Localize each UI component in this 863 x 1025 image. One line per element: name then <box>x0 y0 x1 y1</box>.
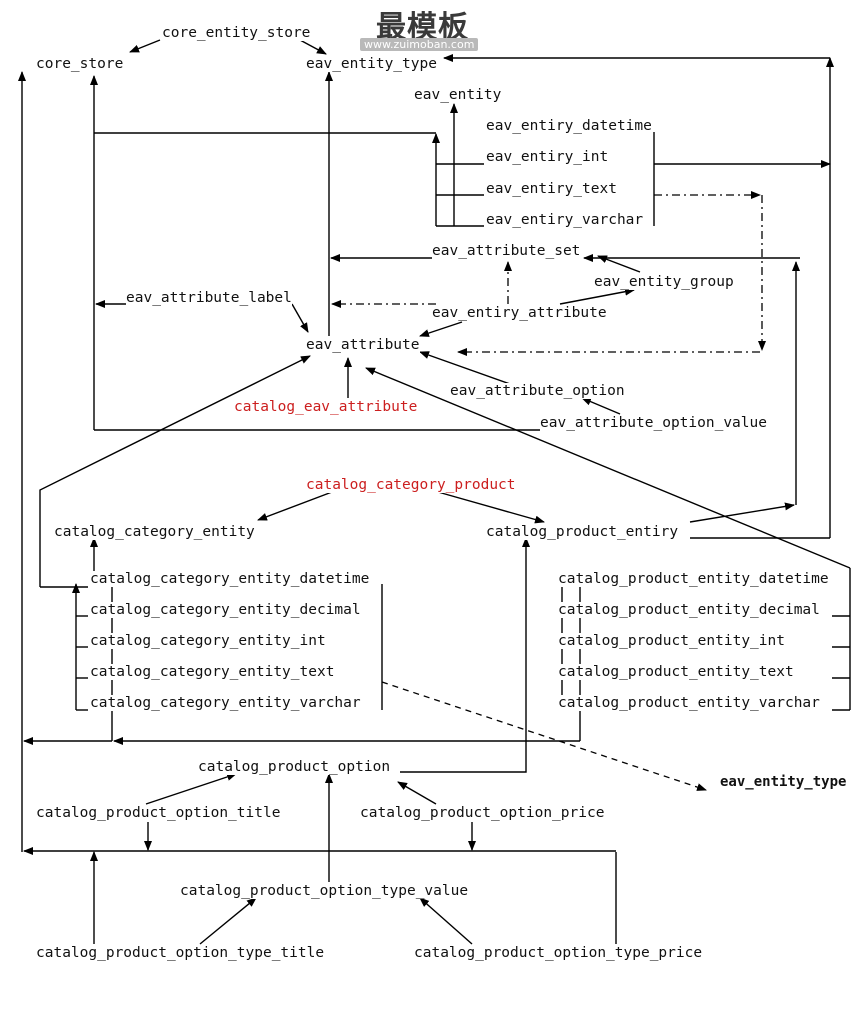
watermark-url: www.zuimoban.com <box>360 38 479 51</box>
label-catalog-product-entity-varchar: catalog_product_entity_varchar <box>558 695 820 711</box>
connector <box>419 351 511 385</box>
label-catalog-category-product: catalog_category_product <box>306 477 516 493</box>
label-catalog-product-entity-datetime: catalog_product_entity_datetime <box>558 571 829 587</box>
label-core-store: core_store <box>36 56 124 72</box>
label-catalog-product-entity-decimal: catalog_product_entity_decimal <box>558 602 820 618</box>
label-catalog-category-entity-text: catalog_category_entity_text <box>90 664 335 680</box>
connector <box>39 355 311 587</box>
label-eav-entity-group: eav_entity_group <box>594 274 734 290</box>
label-eav-entiry-attribute: eav_entiry_attribute <box>432 305 607 321</box>
label-catalog-product-option-type-price: catalog_product_option_type_price <box>414 945 703 961</box>
connector <box>581 397 621 415</box>
connector <box>129 39 161 53</box>
connector <box>597 255 641 273</box>
label-catalog-eav-attribute: catalog_eav_attribute <box>234 399 418 415</box>
label-eav-entiry-varchar: eav_entiry_varchar <box>486 212 644 228</box>
connector <box>689 502 795 523</box>
label-core-entity-store: core_entity_store <box>162 25 311 41</box>
connector <box>299 39 327 55</box>
dashed-connector <box>381 681 707 791</box>
label-catalog-category-entity: catalog_category_entity <box>54 524 255 540</box>
connector <box>257 491 333 521</box>
connector <box>437 491 545 524</box>
connector <box>397 781 437 805</box>
label-catalog-product-option-price: catalog_product_option_price <box>360 805 605 821</box>
label-catalog-product-entity-text: catalog_product_entity_text <box>558 664 794 680</box>
label-catalog-product-option-title: catalog_product_option_title <box>36 805 281 821</box>
label-catalog-category-entity-datetime: catalog_category_entity_datetime <box>90 571 370 587</box>
label-catalog-product-option-type-title: catalog_product_option_type_title <box>36 945 325 961</box>
label-eav-attribute-option-value: eav_attribute_option_value <box>540 415 767 431</box>
label-catalog-product-entity-int: catalog_product_entity_int <box>558 633 785 649</box>
connector <box>419 897 473 945</box>
label-eav-attribute: eav_attribute <box>306 337 420 353</box>
connector <box>291 303 309 333</box>
label-catalog-product-option: catalog_product_option <box>198 759 391 775</box>
label-eav-attribute-set: eav_attribute_set <box>432 243 581 259</box>
label-catalog-category-entity-int: catalog_category_entity_int <box>90 633 326 649</box>
label-eav-entity: eav_entity <box>414 87 502 103</box>
connector <box>419 321 463 337</box>
connector <box>559 287 635 305</box>
connector <box>365 367 851 569</box>
connector <box>400 537 530 773</box>
label-eav-attribute-label: eav_attribute_label <box>126 290 292 306</box>
label-eav-entiry-text: eav_entiry_text <box>486 181 617 197</box>
label-eav-attribute-option: eav_attribute_option <box>450 383 625 399</box>
label-eav-entity-type-reference: eav_entity_type <box>720 774 847 790</box>
label-eav-entity-type: eav_entity_type <box>306 56 437 72</box>
label-catalog-category-entity-decimal: catalog_category_entity_decimal <box>90 602 361 618</box>
connector <box>199 897 257 945</box>
label-catalog-product-entiry: catalog_product_entiry <box>486 524 679 540</box>
label-eav-entiry-int: eav_entiry_int <box>486 149 609 165</box>
label-eav-entiry-datetime: eav_entiry_datetime <box>486 118 652 134</box>
connector <box>145 773 237 805</box>
label-catalog-product-option-type-value: catalog_product_option_type_value <box>180 883 469 899</box>
label-catalog-category-entity-varchar: catalog_category_entity_varchar <box>90 695 361 711</box>
